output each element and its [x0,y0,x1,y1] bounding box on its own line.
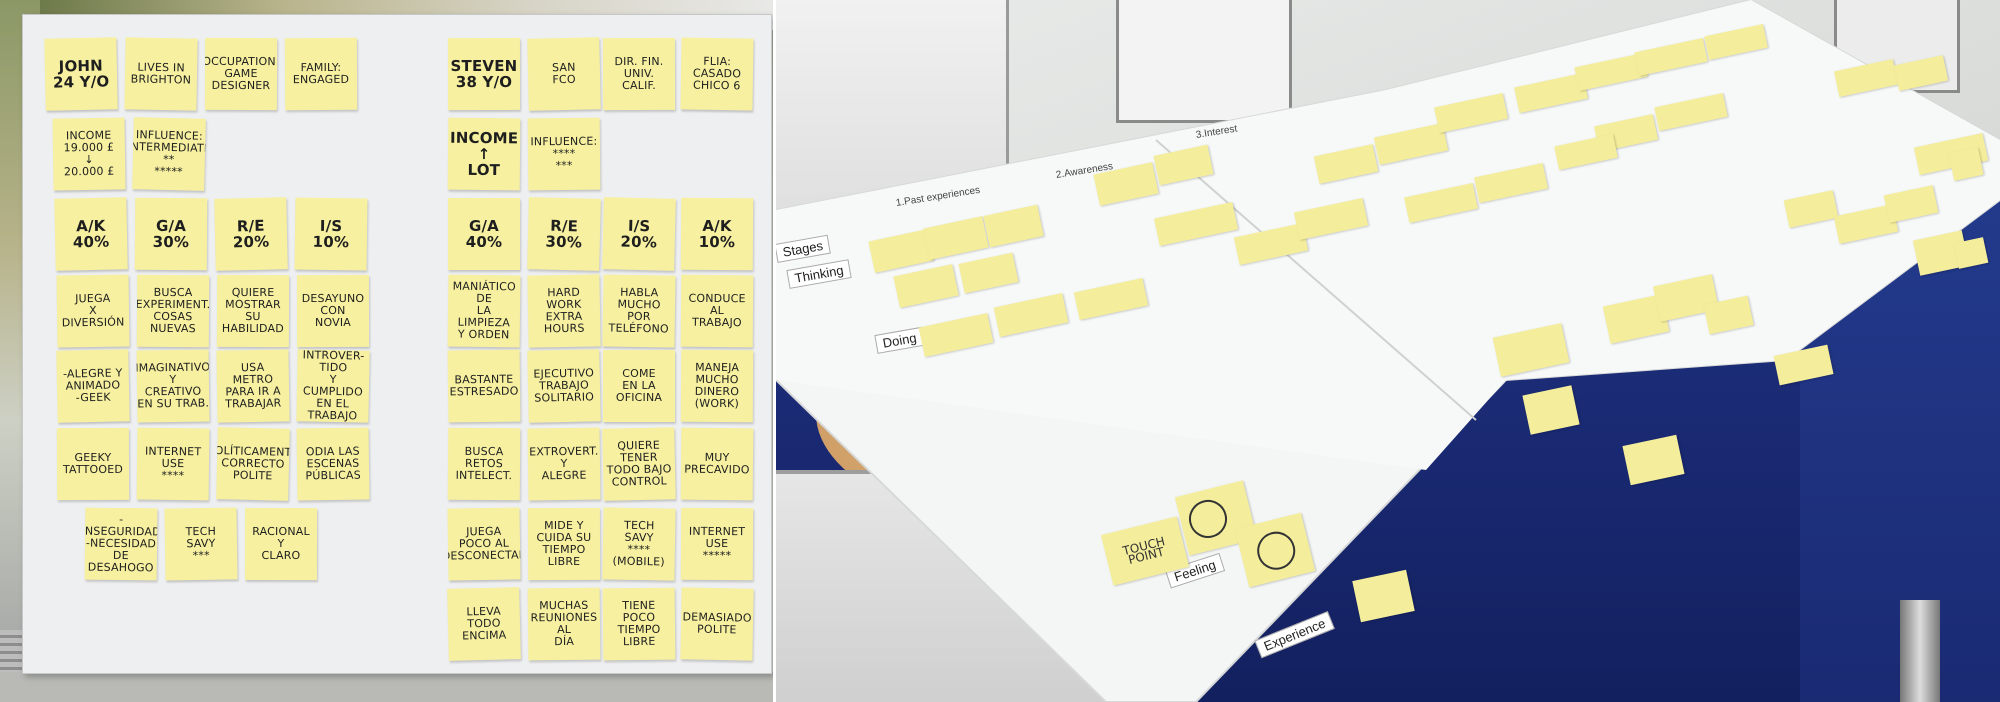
persona1-note: BUSCA EXPERIMENT. COSAS NUEVAS [137,275,209,347]
persona1-note: A/K 40% [54,197,127,270]
persona1-note: -INSEGURIDAD -NECESIDAD DE DESAHOGO [85,508,158,581]
persona1-note: QUIERE MOSTRAR SU HABILIDAD [217,275,289,347]
persona2-note: MUY PRECAVIDO [681,428,754,501]
persona2-note: MIDE Y CUIDA SU TIEMPO LIBRE [528,508,600,580]
persona2-note: MANEJA MUCHO DINERO (WORK) [681,350,754,423]
persona1-note: RACIONAL Y CLARO [245,508,317,580]
persona1-note: TECH SAVY *** [164,507,237,580]
persona2-note: BASTANTE ESTRESADO [448,350,521,423]
persona2-note: LLEVA TODO ENCIMA [447,587,521,661]
persona2-note: I/S 20% [602,197,676,271]
persona2-note: SAN FCO [527,37,600,110]
persona2-note: JUEGA POCO AL DESCONECTAR [447,507,520,580]
persona2-note: EXTROVERT. Y ALEGRE [528,428,601,501]
journey-map-board: 1.Past experiences 2.Awareness 3.Interes… [776,0,2000,702]
persona2-note: FLIA: CASADO CHICO 6 [680,37,753,110]
persona1-note: R/E 20% [214,197,288,271]
floor [0,672,773,702]
persona1-note: G/A 30% [135,198,208,271]
persona2-note: INCOME ↑ LOT [448,118,521,191]
persona2-note: R/E 30% [527,197,601,271]
persona1-note: I/S 10% [295,198,368,271]
persona1-note: LIVES IN BRIGHTON [124,37,197,110]
persona1-note: JOHN 24 Y/O [44,37,117,110]
persona2-note: G/A 40% [448,198,520,270]
persona1-note: GEEKY TATTOOED [57,428,129,500]
persona2-note: HARD WORK EXTRA HOURS [527,274,600,347]
persona2-note: BUSCA RETOS INTELECT. [448,428,521,501]
persona2-note: QUIERE TENER TODO BAJO CONTROL [602,427,675,500]
persona1-note: IMAGINATIVO Y CREATIVO EN SU TRAB. [137,350,210,423]
neutral-face-icon [1253,528,1299,574]
persona2-note: HABLA MUCHO POR TELÉFONO [602,274,675,347]
left-photo: JOHN 24 Y/OLIVES IN BRIGHTONOCCUPATION: … [0,0,773,702]
persona2-note: MUCHAS REUNIONES AL DÍA [528,588,601,661]
persona1-note: INTERNET USE **** [137,428,210,501]
persona2-note: TECH SAVY **** (MOBILE) [602,507,675,580]
persona2-note: DEMASIADO POLITE [680,587,753,660]
persona1-note: -ALEGRE Y ANIMADO -GEEK [56,349,129,422]
persona2-note: CONDUCE AL TRABAJO [681,275,754,348]
ambiguous-face-icon [1185,496,1231,542]
persona2-note: A/K 10% [681,198,754,271]
persona2-note: TIENE POCO TIEMPO LIBRE [603,588,676,661]
persona1-note: INFLUENCE: INTERMEDIATE ** ***** [132,117,206,191]
right-photo: 1.Past experiences 2.Awareness 3.Interes… [776,0,2000,702]
persona1-note: OCCUPATION: GAME DESIGNER [205,38,277,110]
persona1-note: ODIA LAS ESCENAS PÚBLICAS [297,428,370,501]
persona2-note: EJECUTIVO TRABAJO SOLITARIO [527,349,600,422]
persona2-note: DIR. FIN. UNIV. CALIF. [603,38,675,110]
persona2-note: STEVEN 38 Y/O [448,38,520,110]
persona1-note: USA METRO PARA IR A TRABAJAR [216,349,289,422]
persona1-note: INCOME 19.000 £ ↓ 20.000 £ [52,117,125,190]
persona1-note: POLÍTICAMENTE CORRECTO POLITE [216,427,290,501]
persona2-note: INTERNET USE ***** [681,508,753,580]
persona2-note: COME EN LA OFICINA [603,350,675,422]
persona1-note: FAMILY: ENGAGED [285,38,357,110]
persona1-note: JUEGA x DIVERSIÓN [57,275,130,348]
persona2-note: INFLUENCE: **** *** [528,118,601,191]
persona1-note: INTROVER- TIDO Y CUMPLIDO EN EL TRABAJO [296,349,369,422]
persona1-note: DESAYUNO CON NOVIA [297,275,369,347]
persona2-note: MANIÁTICO DE LA LIMPIEZA Y ORDEN [448,275,521,348]
